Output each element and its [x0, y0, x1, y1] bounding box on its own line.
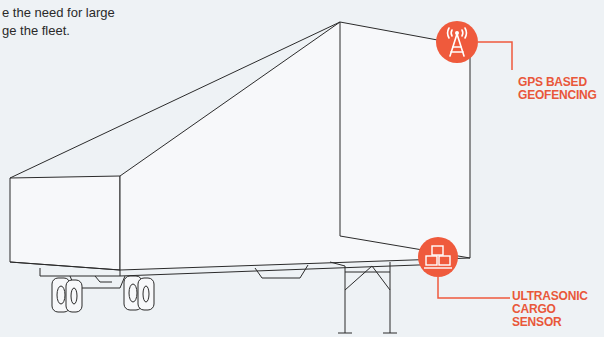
callout-label: GPS BASED GEOFENCING — [518, 76, 602, 102]
paragraph-fragment: e the need for large — [2, 4, 115, 22]
gps-icon — [436, 21, 478, 63]
trailer-outline — [10, 22, 470, 333]
leader-line — [438, 277, 510, 298]
paragraph-fragment: ge the fleet. — [2, 22, 70, 40]
leader-line — [478, 42, 512, 70]
callout-label: ULTRASONIC CARGO SENSOR — [512, 290, 600, 329]
cargo-sensor-icon — [418, 237, 458, 277]
